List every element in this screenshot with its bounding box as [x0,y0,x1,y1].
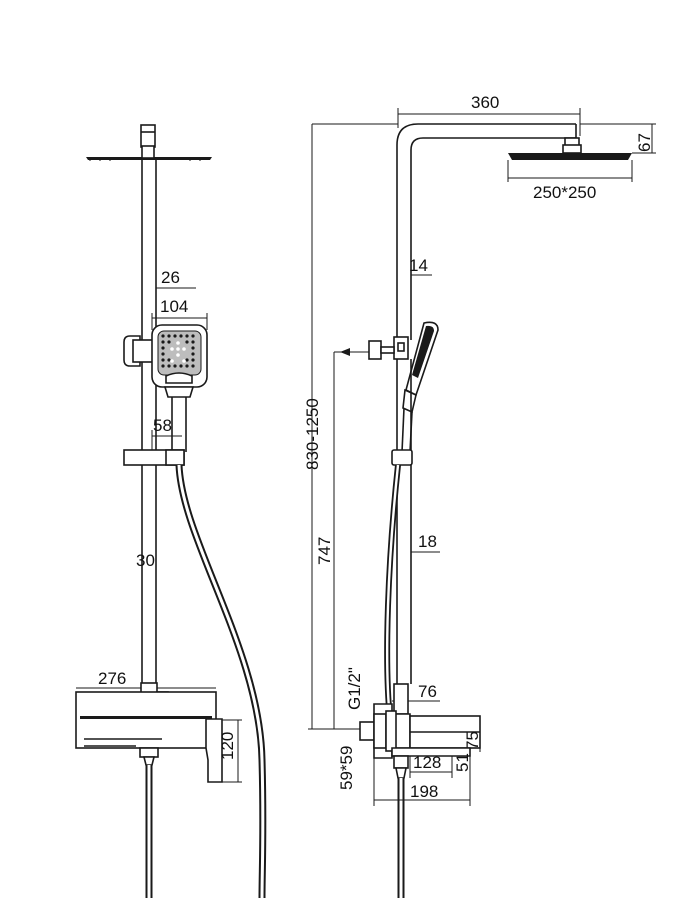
front-valve-handle [205,718,223,783]
dim-valve-small: 51 [453,753,472,772]
dim-front-bracket-width: 26 [161,268,180,287]
dim-valve-body: 128 [413,753,441,772]
dim-valve-height-right: 75 [463,731,482,750]
dim-slider-width: 58 [153,416,172,435]
dim-hand-shower-width: 104 [160,297,188,316]
side-view: 360 250*250 67 14 [303,93,656,898]
dim-valve-height: 747 [315,537,334,565]
dim-valve-front-height: 120 [218,732,237,760]
dim-flange-size: 59*59 [337,746,356,790]
dim-spout-reach: 198 [410,782,438,801]
front-top-connector [140,124,156,148]
label-inlet-thread: G1/2" [345,667,364,710]
dim-total-height: 830-1250 [303,398,322,470]
dim-head-height: 67 [635,133,654,152]
dim-arm-reach: 360 [471,93,499,112]
front-hand-shower-handle [163,386,195,398]
dim-bar-diameter: 18 [418,532,437,551]
side-rain-head [508,153,632,160]
dim-valve-depth: 76 [418,682,437,701]
dim-valve-width: 276 [98,669,126,688]
front-view: 26 104 58 [75,124,267,899]
side-slider [391,449,413,466]
dim-riser-diameter: 14 [409,256,428,275]
dim-front-bar-diameter: 30 [136,551,155,570]
dim-head-size: 250*250 [533,183,596,202]
